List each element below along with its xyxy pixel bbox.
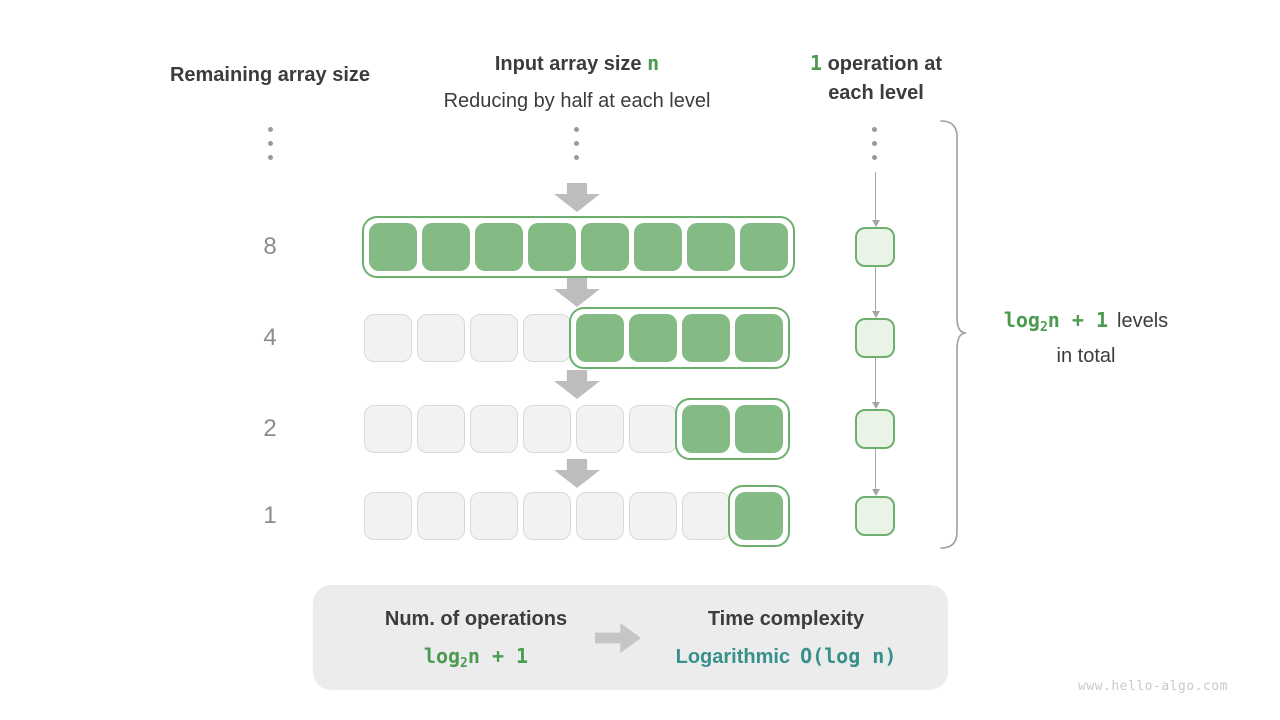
active-cell <box>581 223 629 271</box>
inactive-cell <box>470 314 518 362</box>
row-size-label: 8 <box>263 233 277 260</box>
thin-down-arrow-icon <box>871 358 880 409</box>
header-n-code: n <box>647 51 660 75</box>
inactive-cell <box>364 314 412 362</box>
header-input-array-size: Input array size n Reducing by half at e… <box>381 45 773 120</box>
levels-note-line1: log2n + 1 levels <box>980 306 1192 342</box>
active-cell <box>735 405 783 453</box>
active-subarray <box>728 485 790 547</box>
ellipsis-dot <box>574 127 579 132</box>
operation-box <box>855 318 895 358</box>
active-cell <box>576 314 624 362</box>
header-input-subtitle: Reducing by half at each level <box>443 90 711 112</box>
header-operations-line1: 1 operation at <box>770 49 982 79</box>
thin-down-arrow-icon <box>871 267 880 318</box>
row-size-label: 4 <box>263 324 277 351</box>
array-row <box>364 485 790 547</box>
inactive-cell <box>523 492 571 540</box>
ellipsis-dot <box>574 141 579 146</box>
header-input-array-size-line1: Input array size n <box>381 45 773 83</box>
header-one-code: 1 <box>809 51 823 75</box>
watermark: www.hello-algo.com <box>1078 679 1228 694</box>
active-cell <box>634 223 682 271</box>
row-size-label: 1 <box>263 502 277 529</box>
active-subarray <box>362 216 795 278</box>
active-subarray <box>675 398 790 460</box>
ellipsis-dot <box>268 127 273 132</box>
levels-note-line2: in total <box>1056 345 1116 367</box>
num-operations-value: log2n + 1 <box>423 644 529 671</box>
active-cell <box>422 223 470 271</box>
time-complexity-title: Time complexity <box>707 608 865 630</box>
row-size-label: 2 <box>263 415 277 442</box>
active-cell <box>528 223 576 271</box>
down-arrow-icon <box>554 183 600 212</box>
inactive-cell <box>629 492 677 540</box>
active-cell <box>735 492 783 540</box>
complexity-big-o: O(log n) <box>800 644 897 668</box>
header-operations-rest: operation at <box>822 53 943 75</box>
inactive-cell <box>470 405 518 453</box>
inactive-cell <box>523 405 571 453</box>
levels-total-note: log2n + 1 levels in total <box>980 306 1192 371</box>
thin-down-arrow-icon <box>871 449 880 496</box>
array-row <box>364 398 790 460</box>
array-row <box>364 307 790 369</box>
levels-brace <box>940 120 967 549</box>
operation-box <box>855 496 895 536</box>
down-arrow-icon <box>554 370 600 399</box>
vertical-ellipsis-icon <box>268 127 273 160</box>
time-complexity-value: Logarithmic O(log n) <box>641 644 931 669</box>
down-arrow-icon <box>554 459 600 488</box>
active-cell <box>682 405 730 453</box>
vertical-ellipsis-icon <box>872 127 877 160</box>
down-arrow-icon <box>554 278 600 307</box>
ellipsis-dot <box>268 155 273 160</box>
header-operations-per-level: 1 operation at each level <box>770 49 982 108</box>
active-cell <box>475 223 523 271</box>
active-subarray <box>569 307 790 369</box>
complexity-summary-box: Num. of operations log2n + 1 Time comple… <box>313 585 948 690</box>
levels-word: levels <box>1117 310 1169 332</box>
inactive-cell <box>470 492 518 540</box>
inactive-cell <box>523 314 571 362</box>
num-operations-title: Num. of operations <box>384 608 568 630</box>
active-cell <box>682 314 730 362</box>
header-operations-line2: each level <box>828 82 924 104</box>
ellipsis-dot <box>872 127 877 132</box>
ellipsis-dot <box>268 141 273 146</box>
operation-box <box>855 227 895 267</box>
ellipsis-dot <box>872 155 877 160</box>
complexity-name: Logarithmic <box>675 646 791 668</box>
active-cell <box>629 314 677 362</box>
inactive-cell <box>576 492 624 540</box>
active-cell <box>735 314 783 362</box>
active-cell <box>687 223 735 271</box>
header-remaining-array-size: Remaining array size <box>169 64 371 86</box>
inactive-cell <box>364 492 412 540</box>
inactive-cell <box>682 492 730 540</box>
inactive-cell <box>417 314 465 362</box>
vertical-ellipsis-icon <box>574 127 579 160</box>
inactive-cell <box>629 405 677 453</box>
array-row <box>362 216 795 278</box>
inactive-cell <box>417 492 465 540</box>
ellipsis-dot <box>574 155 579 160</box>
thin-down-arrow-icon <box>871 172 880 227</box>
ellipsis-dot <box>872 141 877 146</box>
operation-box <box>855 409 895 449</box>
inactive-cell <box>576 405 624 453</box>
inactive-cell <box>364 405 412 453</box>
active-cell <box>369 223 417 271</box>
levels-code: log2n + 1 <box>1003 308 1109 335</box>
header-input-prefix: Input array size <box>494 53 648 75</box>
active-cell <box>740 223 788 271</box>
inactive-cell <box>417 405 465 453</box>
